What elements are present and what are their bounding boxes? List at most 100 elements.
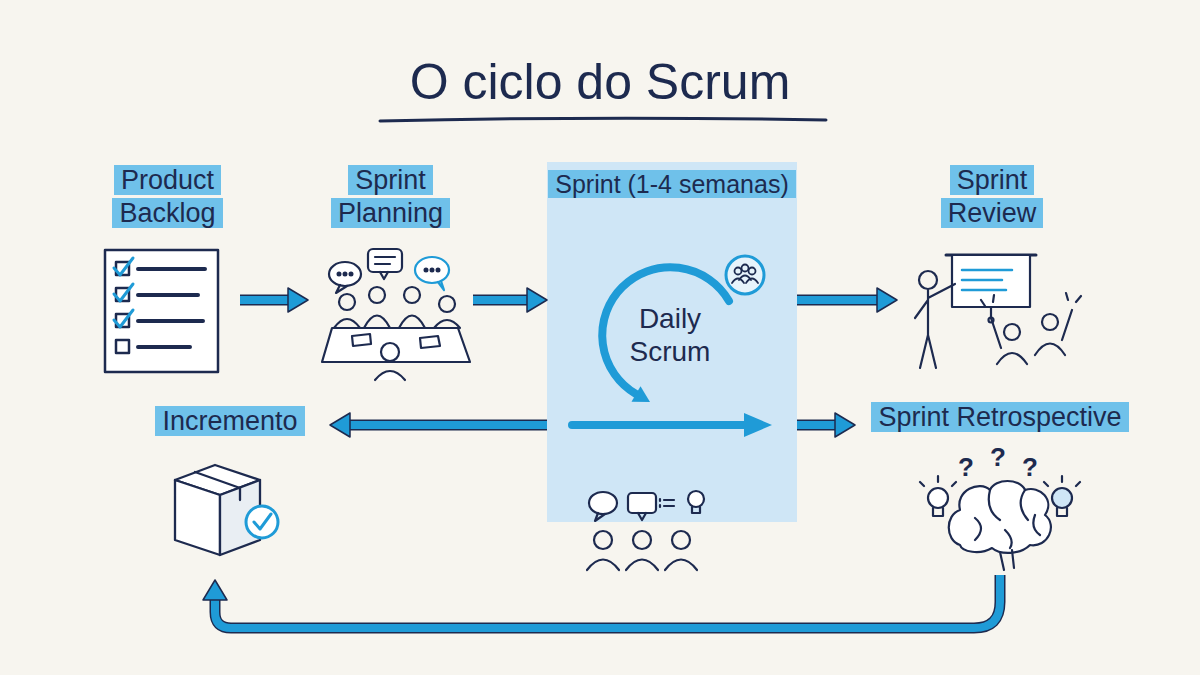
presentation-icon xyxy=(919,271,937,289)
standup-icon xyxy=(672,531,690,549)
meeting-icon xyxy=(375,371,405,380)
brain-icon xyxy=(949,481,1051,553)
checklist-icon xyxy=(116,340,129,353)
meeting-icon xyxy=(344,273,347,276)
question-mark: ? xyxy=(990,442,1006,472)
flow-arrow xyxy=(473,288,547,312)
standup-icon xyxy=(638,513,646,520)
checklist-icon xyxy=(138,269,205,347)
arrow-line xyxy=(346,421,547,429)
team-icon xyxy=(732,276,758,284)
question-mark: ? xyxy=(958,452,974,482)
presentation-icon xyxy=(1042,314,1058,330)
increment-box-icon xyxy=(246,506,278,538)
title-underline xyxy=(380,118,826,121)
arrow-line xyxy=(473,296,531,304)
meeting-icon xyxy=(368,249,402,272)
brain-icon xyxy=(1052,488,1072,508)
presentation-icon xyxy=(981,293,1081,306)
brain-icon xyxy=(1000,550,1014,570)
node-label: Product Backlog xyxy=(112,165,222,228)
arrow-outline xyxy=(240,295,292,306)
meeting-icon xyxy=(334,316,460,329)
increment-box-icon xyxy=(195,472,240,500)
meeting-icon xyxy=(322,328,470,362)
meeting-icon xyxy=(329,262,361,286)
sprint-flow-line xyxy=(572,421,748,429)
label-line: Incremento xyxy=(130,405,330,438)
standup-icon xyxy=(633,531,651,549)
label-line: Daily Scrum xyxy=(615,302,725,368)
standup-icon xyxy=(595,513,605,521)
arrow-head xyxy=(203,580,227,600)
diagram-title: O ciclo do Scrum xyxy=(0,52,1200,112)
meeting-icon xyxy=(369,287,385,303)
label-line: Sprint Review xyxy=(927,164,1057,230)
brain-icon xyxy=(928,488,948,508)
brain-icon xyxy=(1044,476,1080,516)
meeting-icon xyxy=(439,296,455,312)
flow-arrow xyxy=(203,575,1000,628)
arrow-outline xyxy=(215,575,1000,628)
label-line: Sprint Retrospective xyxy=(855,401,1145,434)
question-mark: ? xyxy=(1022,452,1038,482)
checklist-icon xyxy=(105,250,218,372)
flow-arrow xyxy=(797,413,855,437)
standup-icon xyxy=(594,531,612,549)
meeting-icon xyxy=(381,343,399,361)
meeting-icon xyxy=(415,257,449,283)
meeting-icon xyxy=(437,269,440,272)
flow-arrow xyxy=(797,288,897,312)
meeting-icon xyxy=(425,269,428,272)
team-icon xyxy=(735,268,742,275)
arrow-line xyxy=(797,421,839,429)
standup-icon xyxy=(692,507,700,513)
presentation-icon xyxy=(915,284,955,368)
node-label: Sprint Review xyxy=(941,165,1044,228)
sprint-flow-line xyxy=(744,413,772,437)
presentation-icon xyxy=(952,255,1030,307)
meeting-icon xyxy=(336,285,347,293)
team-icon xyxy=(742,265,749,272)
checklist-icon xyxy=(114,258,133,327)
brain-icon xyxy=(975,490,1040,548)
team-icon xyxy=(726,256,764,294)
arrow-outline xyxy=(346,420,547,431)
arrow-head xyxy=(877,288,897,312)
standup-icon xyxy=(628,493,656,513)
arrow-line xyxy=(797,296,881,304)
meeting-icon xyxy=(322,249,470,380)
arrow-line xyxy=(240,296,292,304)
standup-icon xyxy=(688,491,704,507)
presentation-icon xyxy=(997,344,1065,365)
increment-box-icon xyxy=(175,465,278,555)
cycle-arrow xyxy=(632,386,651,402)
label-line: Product Backlog xyxy=(103,164,233,230)
team-icon xyxy=(749,268,756,275)
node-label: Incremento xyxy=(155,406,304,436)
presentation-icon xyxy=(915,255,1081,368)
flow-arrow xyxy=(240,288,308,312)
arrow-head xyxy=(288,288,308,312)
team-icon xyxy=(726,256,764,294)
sprint-flow-line xyxy=(572,413,772,437)
meeting-icon xyxy=(375,257,395,279)
label-line: Sprint Planning xyxy=(316,164,466,230)
cycle-arrow xyxy=(602,267,729,394)
sprint-panel: Sprint (1-4 semanas)Daily Scrum xyxy=(547,162,797,522)
arrow-head xyxy=(527,288,547,312)
presentation-icon xyxy=(991,310,1072,348)
brain-icon xyxy=(920,476,956,516)
arrow-head xyxy=(835,413,855,437)
meeting-icon xyxy=(350,273,353,276)
standup-icon xyxy=(587,491,704,570)
standup-icon xyxy=(589,492,617,514)
meeting-icon xyxy=(339,294,355,310)
node-label: Sprint Retrospective xyxy=(871,402,1128,432)
presentation-icon xyxy=(962,270,1012,290)
meeting-icon xyxy=(338,273,341,276)
arrow-head xyxy=(330,413,350,437)
arrow-outline xyxy=(473,295,531,306)
presentation-icon xyxy=(990,307,992,318)
